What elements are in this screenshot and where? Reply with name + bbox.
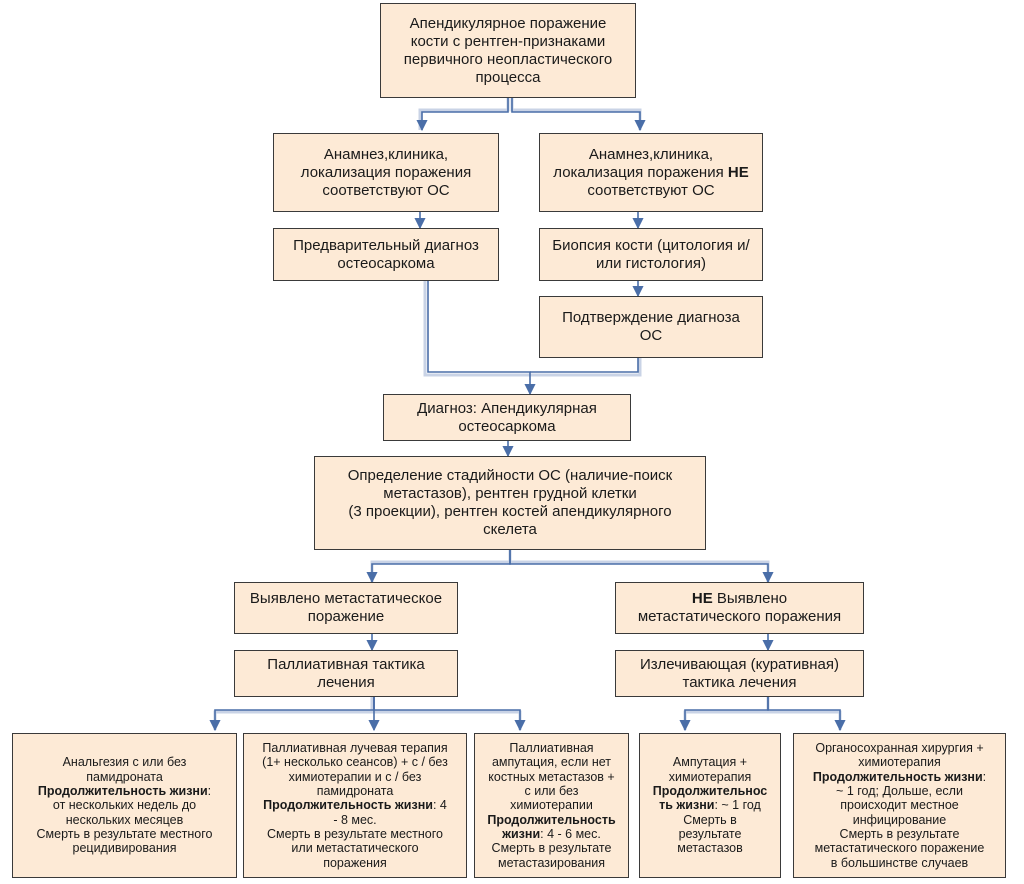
- node-confirm: Подтверждение диагноза ОС: [539, 296, 763, 358]
- edge-palliative-leaf3: [373, 697, 526, 732]
- edge-staging-mets: [366, 550, 511, 584]
- leaf-amputation: Ампутация + химиотерапия Продолжительнос…: [639, 733, 781, 878]
- leaf-limb-salvage: Органосохранная хирургия + химиотерапия …: [793, 733, 1006, 878]
- leaf-analgesia: Анальгезия с или без памидроната Продолж…: [12, 733, 237, 878]
- node-root: Апендикулярное поражение кости с рентген…: [380, 3, 636, 98]
- node-match: Анамнез,клиника, локализация поражения с…: [273, 133, 499, 212]
- node-biopsy: Биопсия кости (цитология и/ или гистолог…: [539, 228, 763, 281]
- edge-confirm-diag: [530, 358, 639, 373]
- node-nomatch: Анамнез,клиника, локализация поражения Н…: [539, 133, 763, 212]
- leaf-radiotherapy: Паллиативная лучевая терапия (1+ несколь…: [243, 733, 467, 878]
- edge-staging-nomets: [509, 550, 774, 584]
- node-mets: Выявлено метастатическое поражение: [234, 582, 458, 634]
- leaf-palliative-amputation: Паллиативная ампутация, если нет костных…: [474, 733, 629, 878]
- node-prelim: Предварительный диагноз остеосаркома: [273, 228, 499, 281]
- node-curative: Излечивающая (куративная) тактика лечени…: [615, 650, 864, 697]
- node-diagnosis: Диагноз: Апендикулярная остеосаркома: [383, 394, 631, 441]
- node-nomets: НЕ Выявлено метастатического поражения: [615, 582, 864, 634]
- node-staging: Определение стадийности ОС (наличие-поис…: [314, 456, 706, 550]
- edge-prelim-diag: [427, 281, 536, 396]
- edge-root-match: [416, 98, 509, 132]
- edge-root-nomatch: [511, 98, 646, 132]
- edge-curative-leaf5: [767, 697, 846, 732]
- node-palliative: Паллиативная тактика лечения: [234, 650, 458, 697]
